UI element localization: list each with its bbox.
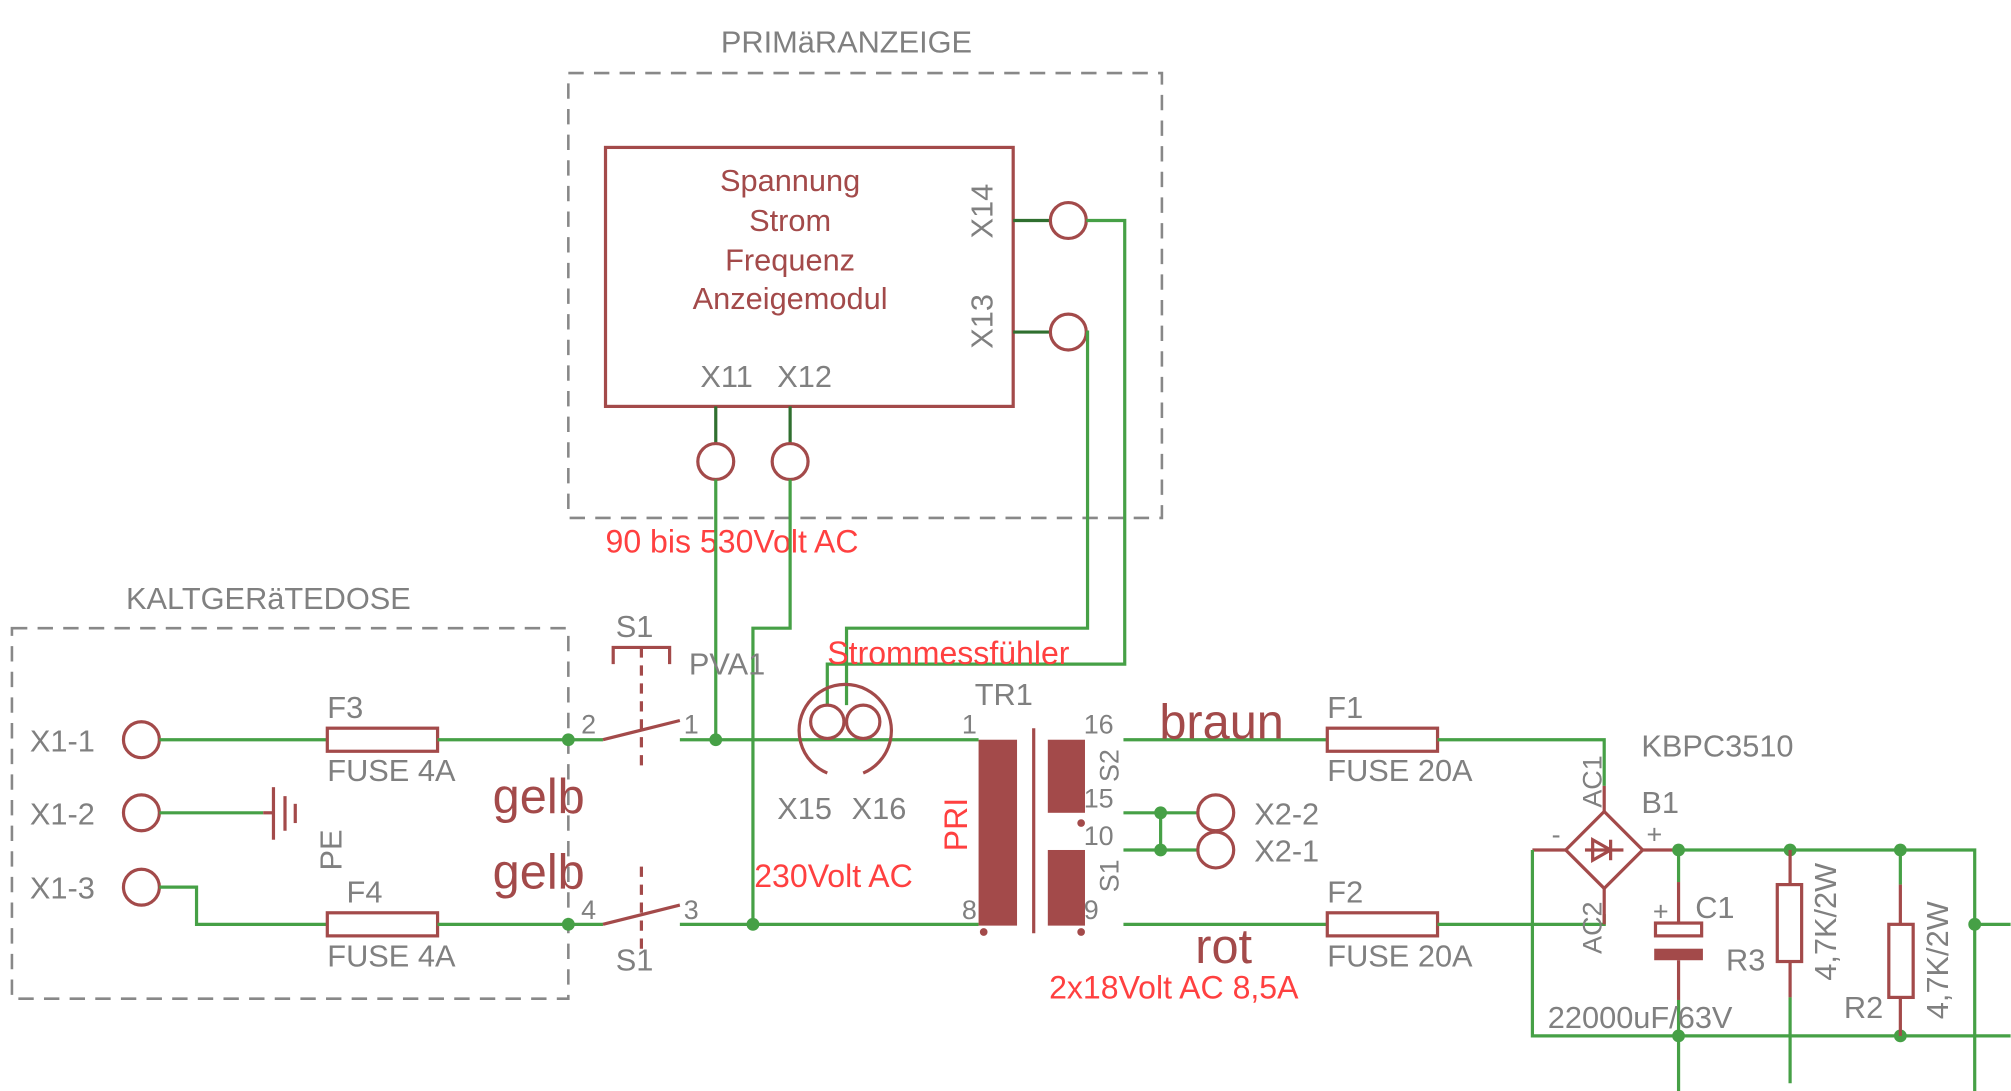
resistor-r2[interactable]	[1887, 849, 1915, 1036]
pin-x1-3: X1-3	[30, 871, 95, 906]
wire-color-braun: braun	[1159, 695, 1284, 749]
pin-x2-1: X2-1	[1254, 834, 1319, 869]
switch-pin: 3	[684, 895, 699, 925]
fuse-f1[interactable]	[1325, 726, 1440, 753]
connector-x11[interactable]	[696, 441, 736, 482]
bridge-ac2: AC2	[1578, 901, 1608, 953]
module-line: Frequenz	[725, 243, 855, 278]
resistor-name: R3	[1726, 942, 1765, 977]
bridge-minus: -	[1552, 820, 1561, 850]
secondary-voltage-note: 2x18Volt AC 8,5A	[1049, 970, 1299, 1006]
connector-x12[interactable]	[770, 441, 810, 482]
primary-display-frame	[567, 71, 1164, 520]
pin-x15: X15	[777, 791, 832, 826]
switch-pin: 1	[684, 709, 699, 739]
display-module[interactable]	[603, 145, 1015, 409]
transformer-name: TR1	[975, 677, 1033, 712]
bridge-rectifier-b1[interactable]	[1532, 785, 1679, 925]
fuse-f2-value: FUSE 20A	[1327, 939, 1473, 974]
fuse-f2-label: F2	[1327, 875, 1363, 910]
bridge-ac1: AC1	[1578, 755, 1608, 807]
transformer-pin: 8	[962, 895, 977, 925]
wire	[825, 218, 1127, 706]
pin-x1-2: X1-2	[30, 796, 95, 831]
primary-display-title: PRIMäRANZEIGE	[721, 25, 972, 60]
resistor-r3[interactable]	[1775, 849, 1804, 1084]
bridge-plus: +	[1647, 820, 1663, 850]
pin-x13: X13	[965, 294, 1000, 349]
inlet-frame	[10, 626, 570, 1000]
wire-color-rot: rot	[1195, 920, 1252, 974]
switch-pin: 2	[581, 709, 596, 739]
connector-x14[interactable]	[1048, 200, 1088, 241]
module-line: Strom	[749, 203, 831, 238]
resistor-value: 4,7K/2W	[1920, 901, 1955, 1019]
transformer-pin: 10	[1084, 821, 1114, 851]
connector-x2-2[interactable]	[1196, 793, 1236, 833]
mains-voltage-note: 230Volt AC	[754, 858, 913, 894]
transformer-pin: 1	[962, 709, 977, 739]
connector-x2-1[interactable]	[1196, 830, 1236, 870]
wire	[751, 479, 792, 926]
fuse-f4-value: FUSE 4A	[327, 939, 456, 974]
module-line: Anzeigemodul	[693, 281, 888, 316]
switch-s1[interactable]	[602, 645, 681, 949]
pin-x11: X11	[700, 359, 752, 394]
transformer-tr1[interactable]	[978, 728, 1085, 936]
fuse-f1-label: F1	[1327, 690, 1363, 725]
pin-x12: X12	[777, 359, 832, 394]
connector-x1-1[interactable]	[121, 720, 161, 760]
resistor-value: 4,7K/2W	[1808, 863, 1843, 981]
pin-x16: X16	[852, 791, 907, 826]
capacitor-c1[interactable]	[1653, 849, 1704, 1091]
capacitor-value: 22000uF/63V	[1548, 1000, 1733, 1035]
fuse-f4[interactable]	[325, 911, 440, 938]
switch-pin: 4	[581, 895, 596, 925]
transformer-pri: PRI	[938, 798, 974, 851]
resistor-name: R2	[1844, 990, 1883, 1025]
voltage-range-note: 90 bis 530Volt AC	[606, 524, 859, 560]
connector-x13[interactable]	[1048, 312, 1088, 352]
wire	[844, 330, 1090, 706]
fuse-f1-value: FUSE 20A	[1327, 753, 1473, 788]
fuse-f3-label: F3	[327, 690, 363, 725]
fuse-f4-label: F4	[347, 875, 383, 910]
connector-x1-3[interactable]	[121, 867, 161, 907]
current-sensor[interactable]	[797, 682, 893, 775]
wire-color-gelb: gelb	[493, 770, 585, 824]
switch-name: S1	[616, 609, 654, 644]
fuse-f2[interactable]	[1325, 911, 1440, 938]
connector-x1-2[interactable]	[121, 793, 161, 833]
transformer-pin: 15	[1084, 784, 1114, 814]
bridge-part: KBPC3510	[1641, 728, 1793, 763]
pe-label: PE	[313, 829, 348, 870]
pin-x1-1: X1-1	[30, 723, 95, 758]
ground-icon	[263, 787, 297, 840]
fuse-f3-value: FUSE 4A	[327, 753, 456, 788]
transformer-s2: S2	[1094, 749, 1124, 782]
transformer-pin: 9	[1084, 895, 1099, 925]
switch-part: PVA1	[689, 646, 765, 681]
bridge-name: B1	[1641, 785, 1679, 820]
module-line: Spannung	[720, 163, 860, 198]
switch-name: S1	[616, 942, 654, 977]
transformer-s1: S1	[1094, 859, 1124, 892]
capacitor-polarity: +	[1653, 896, 1669, 926]
capacitor-name: C1	[1695, 890, 1734, 925]
transformer-pin: 16	[1084, 709, 1114, 739]
wire-color-gelb: gelb	[493, 845, 585, 899]
current-sensor-label: Strommessfühler	[827, 635, 1070, 671]
inlet-title: KALTGERäTEDOSE	[126, 581, 411, 616]
pin-x2-2: X2-2	[1254, 796, 1319, 831]
fuse-f3[interactable]	[325, 726, 440, 753]
pin-x14: X14	[965, 184, 1000, 239]
